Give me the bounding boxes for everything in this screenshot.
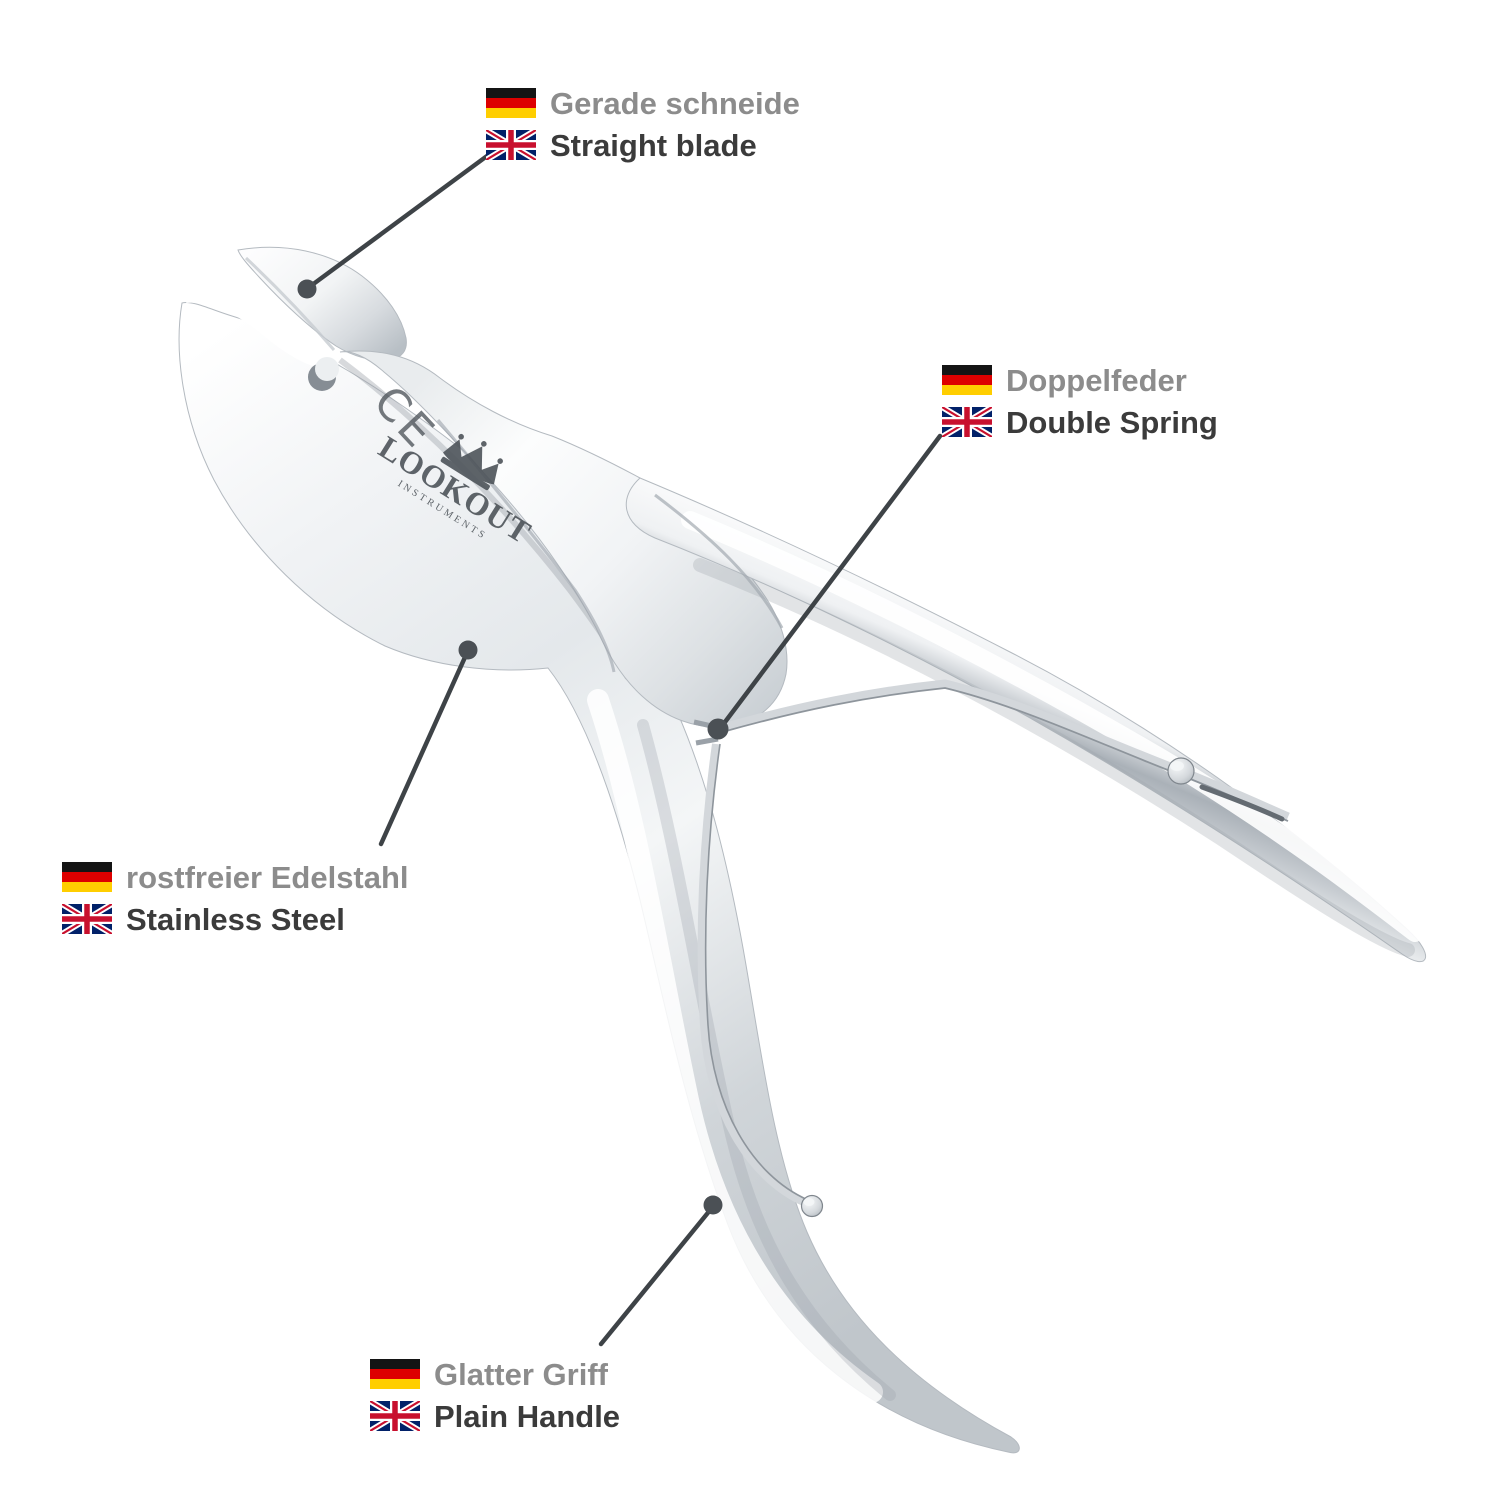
callout-row-de: Gerade schneide — [486, 82, 800, 124]
leader-dot-plain-handle — [703, 1195, 723, 1215]
blade-edge-shade — [244, 256, 336, 351]
spring-upper-arm — [717, 679, 1290, 822]
spring-rivet-upper-highlight — [1170, 761, 1184, 771]
uk-flag-icon — [942, 407, 992, 437]
uk-flag-icon — [62, 904, 112, 934]
label-de: rostfreier Edelstahl — [126, 859, 409, 895]
leader-line-straight-blade — [309, 153, 490, 288]
callout-row-en: Double Spring — [942, 401, 1218, 443]
callout-stainless-steel: rostfreier Edelstahl Stainless Steel — [62, 856, 409, 940]
german-flag-icon — [62, 862, 112, 892]
uk-flag-icon — [370, 1401, 420, 1431]
callout-plain-handle: Glatter Griff Plain Handle — [370, 1353, 620, 1437]
spring-end-slot — [1199, 784, 1285, 822]
callout-row-en: Straight blade — [486, 124, 800, 166]
leader-lines — [309, 153, 943, 1347]
leader-line-double-spring — [719, 433, 943, 729]
lower-handle-highlight — [587, 689, 883, 1403]
german-flag-icon — [370, 1359, 420, 1389]
head-handle-crease — [654, 493, 784, 629]
label-en: Plain Handle — [434, 1398, 621, 1434]
label-en: Stainless Steel — [126, 901, 345, 937]
leader-dot-stainless-steel — [458, 640, 478, 660]
nipper-upper-handle — [625, 477, 1426, 963]
leader-line-stainless-steel — [378, 652, 469, 847]
label-de: Doppelfeder — [1006, 362, 1187, 398]
leader-dot-straight-blade — [297, 279, 317, 299]
callout-row-de: Glatter Griff — [370, 1353, 620, 1395]
spring-lower-arm — [697, 743, 808, 1207]
uk-flag-icon — [486, 130, 536, 160]
german-flag-icon — [942, 365, 992, 395]
callout-straight-blade: Gerade schneide Straight blade — [486, 82, 800, 166]
label-de: Glatter Griff — [434, 1356, 608, 1392]
callout-row-de: rostfreier Edelstahl — [62, 856, 409, 898]
double-spring — [693, 679, 1290, 1218]
crown-icon — [440, 433, 503, 491]
label-en: Straight blade — [550, 127, 757, 163]
leader-line-plain-handle — [598, 1206, 714, 1347]
callout-row-de: Doppelfeder — [942, 359, 1218, 401]
german-flag-icon — [486, 88, 536, 118]
leader-dot-double-spring — [707, 718, 729, 740]
label-de: Gerade schneide — [550, 85, 800, 121]
callout-row-en: Stainless Steel — [62, 898, 409, 940]
throat-notch-inner — [315, 357, 339, 381]
callout-row-en: Plain Handle — [370, 1395, 620, 1437]
leader-dots — [297, 279, 729, 1215]
callout-double-spring: Doppelfeder Double Spring — [942, 359, 1218, 443]
label-en: Double Spring — [1006, 404, 1218, 440]
upper-handle-shade — [693, 558, 1415, 957]
spring-rivet-lower-highlight — [803, 1198, 815, 1206]
blade-mouth-gap — [186, 250, 337, 368]
spring-lower-arm-edge — [704, 743, 809, 1201]
